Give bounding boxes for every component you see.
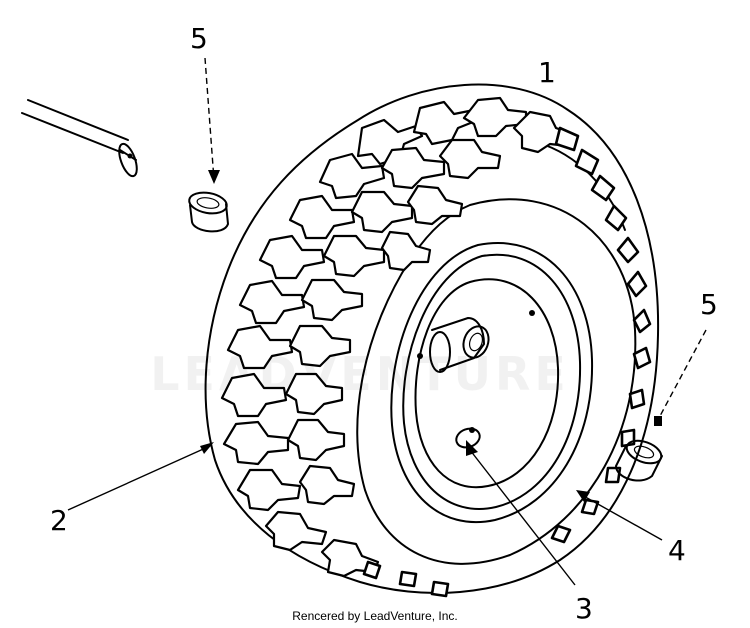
tread-lugs [220, 96, 574, 578]
leader-5-top-arrow [208, 170, 220, 184]
bushing-right [615, 439, 663, 482]
callout-4: 4 [668, 534, 686, 567]
leader-5-top [204, 57, 215, 181]
axle-shaft [21, 99, 138, 178]
leader-5-right-tip [654, 416, 662, 426]
leader-2 [67, 445, 211, 511]
hub-bushing [429, 317, 490, 373]
leader-4-arrow [576, 490, 590, 502]
tire [204, 83, 660, 598]
watermark-text: LEADVENTURE [150, 347, 570, 401]
leader-2-arrow [200, 442, 214, 454]
leader-3 [469, 449, 576, 586]
leader-4 [579, 493, 663, 541]
credit-line: Rencered by LeadVenture, Inc. [292, 609, 457, 623]
callout-2: 2 [50, 504, 68, 537]
callout-5-top: 5 [190, 22, 208, 55]
callout-5-right: 5 [700, 288, 718, 321]
bushing-top [188, 191, 229, 233]
leader-5-right [659, 329, 707, 417]
callout-3: 3 [575, 592, 593, 625]
wheel-rim [390, 242, 594, 524]
callout-1: 1 [538, 56, 556, 89]
leader-3-arrow [466, 440, 478, 456]
shoulder-blocks [362, 126, 652, 598]
